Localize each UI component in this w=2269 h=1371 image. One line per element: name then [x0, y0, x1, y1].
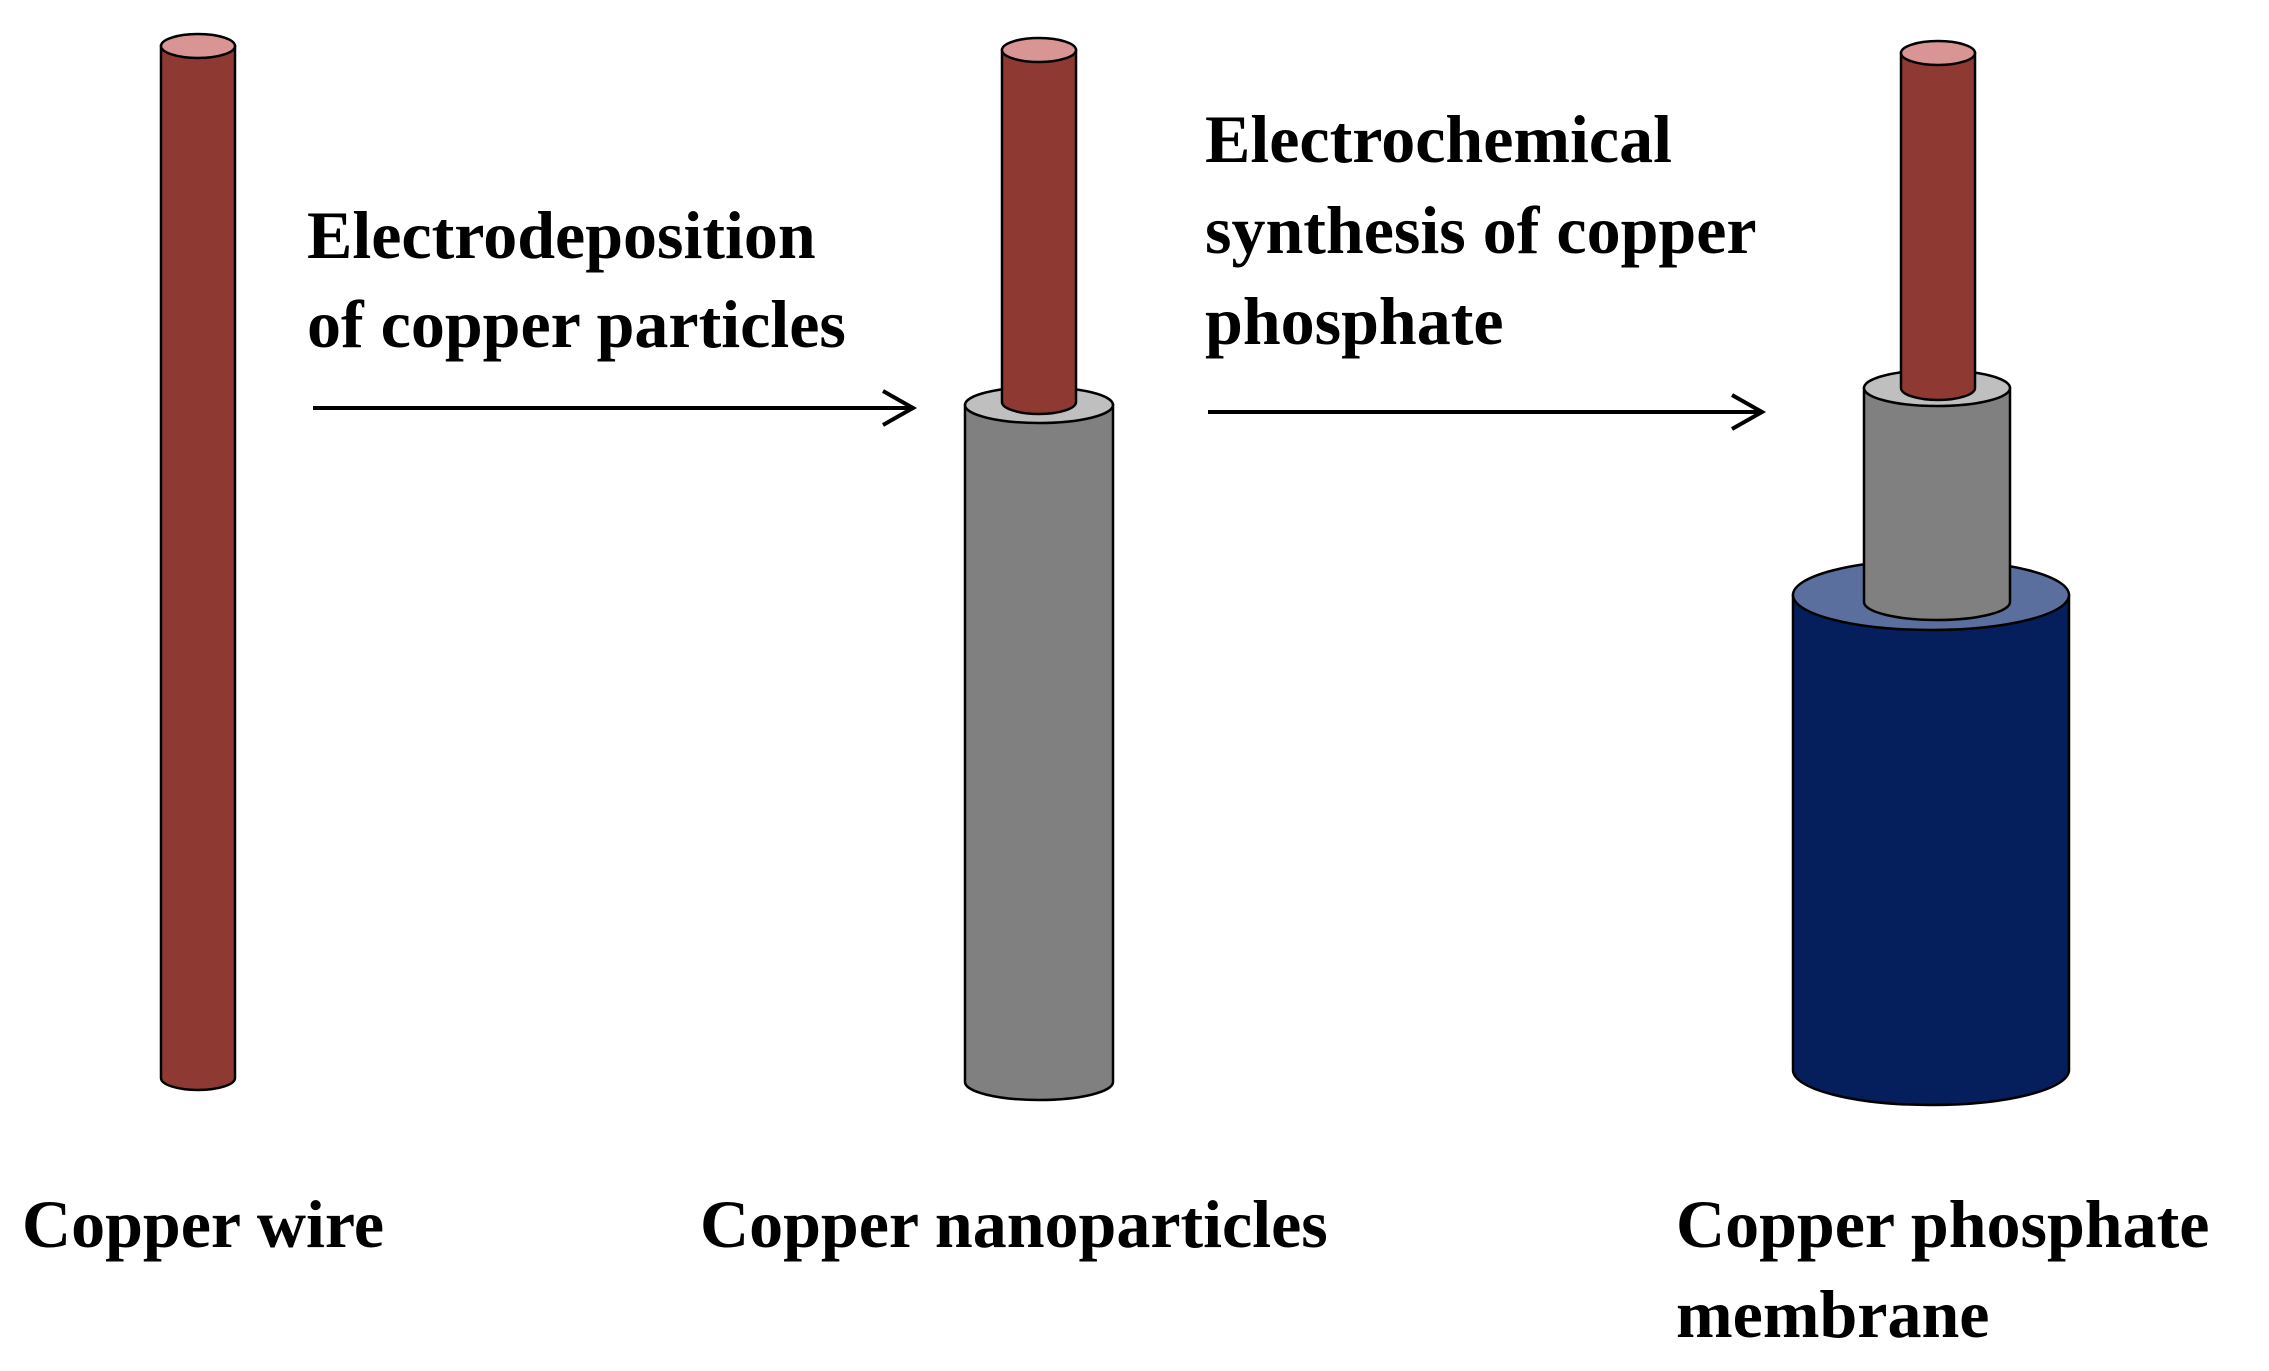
wire-core-top: [1000, 36, 1078, 64]
step-1-label-line-1: Electrodeposition: [307, 197, 816, 273]
step-1-label-line-2: of copper particles: [307, 286, 846, 362]
step-2-label-line-3: phosphate: [1205, 283, 1504, 359]
inner-wire-top: [1899, 39, 1977, 67]
phosphate-layer-body: [1791, 593, 2071, 1107]
nanoparticle-coated-wire: [963, 36, 1115, 1102]
stage-label-copper-nanoparticles: Copper nanoparticles: [700, 1186, 1328, 1262]
stage-label-membrane-line-2: membrane: [1676, 1276, 1989, 1352]
arrow-step-1: [313, 389, 918, 427]
arrow-step-2-head: [1731, 393, 1767, 431]
nanoparticle-layer-body: [963, 403, 1115, 1102]
step-2-label-line-2: synthesis of copper: [1205, 192, 1757, 268]
arrow-step-2: [1208, 393, 1767, 431]
stage-label-membrane-line-1: Copper phosphate: [1676, 1186, 2209, 1262]
phosphate-membrane-electrode: [1791, 39, 2071, 1107]
step-2-label-line-1: Electrochemical: [1205, 101, 1672, 177]
wire-core-body: [1000, 48, 1078, 416]
arrow-step-1-head: [882, 389, 918, 427]
copper-wire-cylinder: [159, 32, 237, 1092]
stage-label-copper-wire: Copper wire: [22, 1186, 384, 1262]
inner-wire-body: [1899, 51, 1977, 402]
copper-wire-top: [159, 32, 237, 60]
inner-nanoparticle-body: [1862, 386, 2012, 622]
copper-wire-body: [159, 44, 237, 1092]
